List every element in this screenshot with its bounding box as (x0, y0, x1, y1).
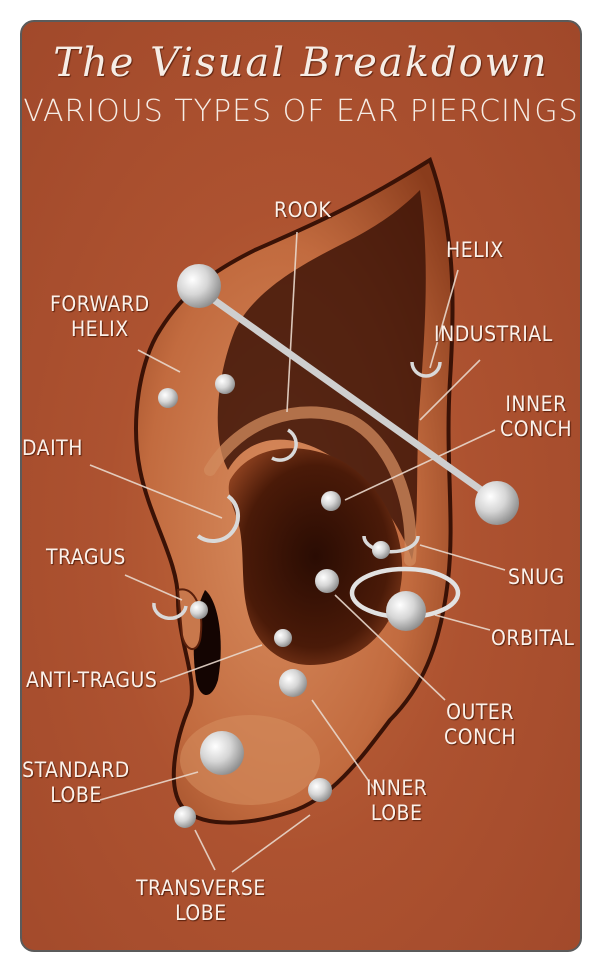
forward-helix-ball-1 (158, 388, 178, 408)
anti-tragus-stud (274, 629, 292, 647)
label-forward-helix: FORWARD HELIX (50, 292, 150, 341)
transverse-lobe-ball-1 (174, 806, 196, 828)
label-transverse-lobe: TRANSVERSE LOBE (136, 876, 266, 925)
label-inner-lobe: INNER LOBE (366, 776, 428, 825)
label-outer-conch: OUTER CONCH (444, 700, 517, 749)
snug-ball (372, 541, 390, 559)
inner-conch-stud (321, 491, 341, 511)
ear-lobe (180, 715, 320, 805)
label-orbital: ORBITAL (491, 626, 575, 650)
label-daith: DAITH (22, 436, 83, 460)
subtitle: VARIOUS TYPES OF EAR PIERCINGS (23, 94, 579, 129)
helix-ring (410, 361, 442, 378)
forward-helix-ball-2 (215, 374, 235, 394)
jewelry (152, 264, 519, 828)
industrial-ball-top (177, 264, 221, 308)
label-snug: SNUG (508, 565, 565, 589)
ear-concha (228, 448, 403, 665)
label-rook: ROOK (274, 198, 332, 222)
industrial-bar (196, 286, 502, 506)
industrial-ball-bottom (475, 481, 519, 525)
label-industrial: INDUSTRIAL (434, 322, 553, 346)
label-helix: HELIX (446, 238, 504, 262)
transverse-lobe-ball-2 (308, 778, 332, 802)
pointer-lines (89, 231, 506, 873)
orbital-ball (386, 591, 426, 631)
outer-conch-stud (315, 569, 339, 593)
snug-ring (362, 535, 420, 554)
tragus-ring (152, 602, 188, 620)
ear-antihelix (204, 406, 417, 566)
standard-lobe-stud (200, 731, 244, 775)
daith-ring (196, 494, 240, 543)
label-inner-conch: INNER CONCH (500, 392, 573, 441)
inner-lobe-stud (279, 669, 307, 697)
label-tragus: TRAGUS (46, 545, 126, 569)
tragus-ball (190, 601, 208, 619)
label-anti-tragus: ANTI-TRAGUS (26, 668, 158, 692)
label-standard-lobe: STANDARD LOBE (22, 758, 130, 807)
title: The Visual Breakdown (53, 40, 549, 86)
rook-ring (271, 428, 298, 462)
